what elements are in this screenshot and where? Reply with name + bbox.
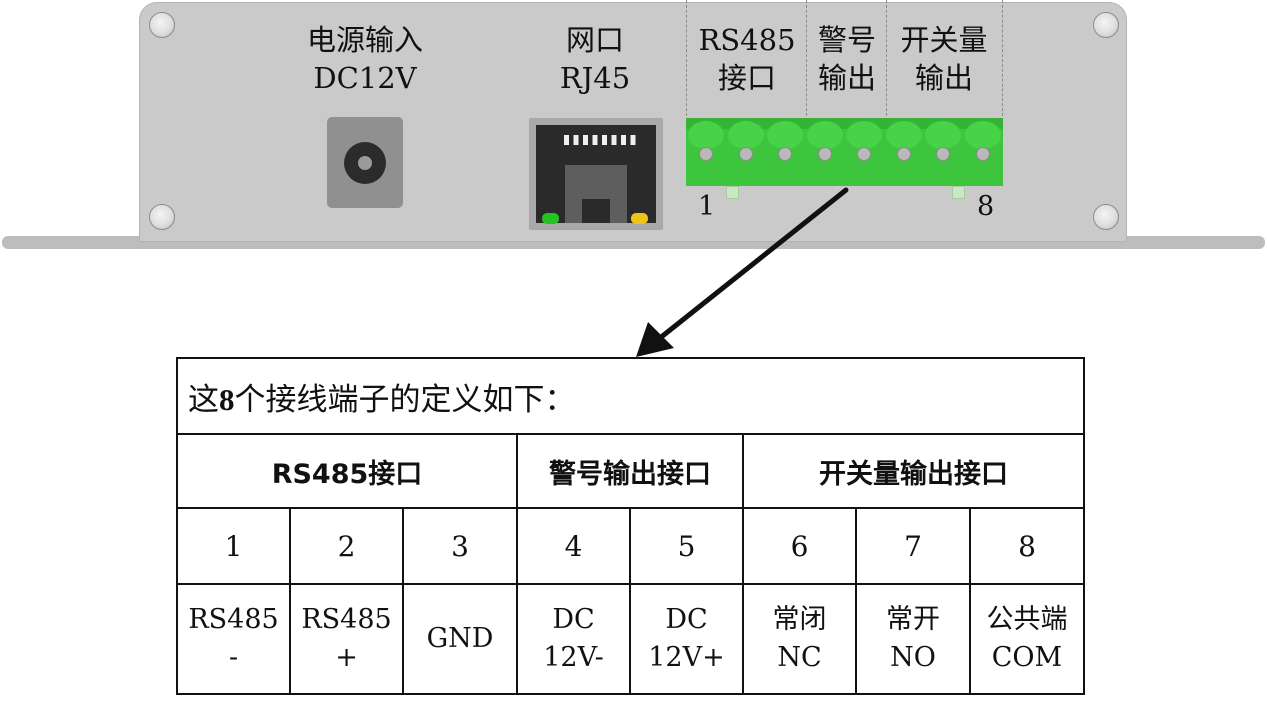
pin-8-label: 8: [977, 191, 995, 222]
rj45-port-icon: [529, 118, 663, 230]
pin-number-cell: 1: [176, 507, 291, 585]
terminal-screw: [857, 147, 871, 161]
pin-number-cell: 5: [629, 507, 744, 585]
divider: [806, 0, 807, 116]
terminal-screw: [818, 147, 832, 161]
pin-number-row: 1 2 3 4 5 6 7 8: [176, 507, 1085, 585]
terminal-screw: [739, 147, 753, 161]
terminal-tab: [726, 186, 739, 199]
caption-number: 8: [219, 381, 235, 417]
network-port-label: 网口 RJ45: [559, 23, 631, 95]
table-caption: 这8个接线端子的定义如下：: [176, 357, 1085, 435]
activity-led-icon: [631, 213, 648, 224]
pin-definition-cell: RS485+: [289, 583, 404, 695]
group-row: RS485接口 警号输出接口 开关量输出接口: [176, 433, 1085, 509]
pin-definition-cell: GND: [402, 583, 518, 695]
terminal-tab: [952, 186, 965, 199]
terminal-slot: [767, 121, 803, 149]
screw-icon: [149, 204, 175, 230]
pin-number-cell: 6: [742, 507, 857, 585]
rj45-contacts: [564, 135, 640, 145]
terminal-screw: [976, 147, 990, 161]
terminal-slot: [688, 121, 724, 149]
terminal-slot: [965, 121, 1001, 149]
rj45-socket: [536, 125, 656, 223]
screw-icon: [149, 12, 175, 38]
pin-number-cell: 8: [969, 507, 1085, 585]
divider: [686, 0, 687, 116]
pin-definition-table: 这8个接线端子的定义如下： RS485接口 警号输出接口 开关量输出接口 1 2…: [176, 357, 1085, 695]
terminal-screw: [936, 147, 950, 161]
dc-power-jack-icon: [327, 117, 403, 208]
screw-icon: [1093, 204, 1119, 230]
terminal-top: [686, 118, 1003, 129]
switch-group-label: 开关量 输出: [900, 23, 988, 95]
terminal-slot: [886, 121, 922, 149]
divider: [1002, 0, 1003, 116]
terminal-block-icon: [686, 118, 1003, 186]
pin-number-cell: 4: [516, 507, 631, 585]
divider: [886, 0, 887, 116]
terminal-screw: [699, 147, 713, 161]
jack-pin: [358, 156, 372, 170]
pin-number-cell: 2: [289, 507, 404, 585]
link-led-icon: [542, 213, 559, 224]
alarm-group-label: 警号 输出: [817, 23, 876, 95]
screw-icon: [1093, 12, 1119, 38]
terminal-slot: [807, 121, 843, 149]
terminal-slot: [925, 121, 961, 149]
pin-definition-cell: RS485-: [176, 583, 291, 695]
terminal-slot: [846, 121, 882, 149]
pin-number-cell: 3: [402, 507, 518, 585]
group-header-switch: 开关量输出接口: [742, 433, 1085, 509]
terminal-screw: [897, 147, 911, 161]
pin-number-cell: 7: [855, 507, 971, 585]
power-input-label: 电源输入 DC12V: [306, 23, 423, 95]
terminal-slot: [728, 121, 764, 149]
caption-row: 这8个接线端子的定义如下：: [176, 357, 1085, 435]
group-header-alarm: 警号输出接口: [516, 433, 744, 509]
terminal-screw: [778, 147, 792, 161]
rs485-group-label: RS485 接口: [698, 23, 796, 95]
group-header-rs485: RS485接口: [176, 433, 518, 509]
pin-1-label: 1: [698, 191, 716, 222]
rj45-latch-slot: [582, 199, 610, 223]
